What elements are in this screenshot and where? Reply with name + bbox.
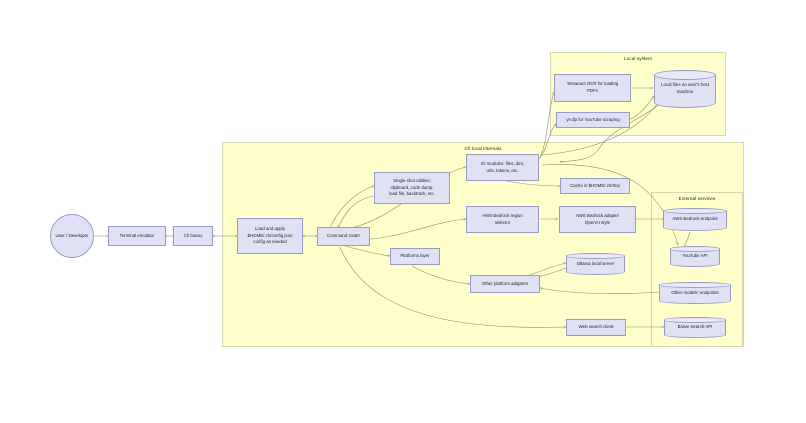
node-label-single-shot-line1: Single shot utilities: bbox=[393, 178, 431, 184]
node-terminal-emulator[interactable]: Terminal emulator bbox=[108, 226, 166, 246]
node-label-local-files-line1: Local files on user's host bbox=[661, 82, 709, 88]
node-local-files[interactable]: Local files on user's host machine bbox=[654, 70, 716, 108]
node-label-io-modules-line1: IO modules: files, dirs, bbox=[480, 160, 525, 166]
node-single-shot-utilities[interactable]: Single shot utilities: clipboard, code d… bbox=[374, 172, 450, 204]
node-yt-dlp[interactable]: yt-dlp for YouTube scraping bbox=[556, 112, 630, 128]
node-io-modules[interactable]: IO modules: files, dirs, urls, tokens, e… bbox=[466, 154, 539, 181]
node-label-brave-search-api: Brave Search API bbox=[677, 324, 713, 330]
node-label-ollama-local-server: Ollama local server bbox=[576, 260, 615, 266]
node-label-user-developer: User / Developer bbox=[55, 232, 89, 238]
node-other-models-endpoints[interactable]: Other models' endpoints bbox=[659, 282, 731, 304]
node-label-bedrock-adapter-line1: AWS Bedrock adapter bbox=[575, 212, 620, 218]
node-cache-tmp[interactable]: Cache in $HOME/.ch/tmp bbox=[560, 178, 630, 194]
node-label-other-models-endpoints: Other models' endpoints bbox=[671, 289, 719, 295]
group-title-external-services: External services bbox=[678, 196, 716, 201]
node-ollama-local-server[interactable]: Ollama local server bbox=[566, 253, 625, 275]
node-label-youtube-api: YouTube API bbox=[682, 253, 708, 259]
node-command-router[interactable]: Command router bbox=[317, 227, 370, 246]
node-label-bedrock-region-line2: selector bbox=[494, 219, 511, 225]
node-label-bedrock-adapter-line2: OpenAI style bbox=[584, 219, 611, 225]
node-label-bedrock-endpoint: AWS Bedrock endpoint bbox=[672, 216, 718, 222]
node-label-terminal-emulator: Terminal emulator bbox=[119, 232, 155, 238]
node-ch-binary[interactable]: Ch binary bbox=[173, 226, 213, 246]
node-label-yt-dlp: yt-dlp for YouTube scraping bbox=[566, 116, 620, 122]
node-label-bedrock-region-line1: AWS Bedrock region bbox=[482, 212, 523, 218]
node-label-web-search-client: Web search client bbox=[578, 324, 614, 330]
group-title-local-system: Local system bbox=[623, 56, 652, 61]
node-bedrock-endpoint[interactable]: AWS Bedrock endpoint bbox=[663, 208, 727, 231]
node-load-config[interactable]: Load and apply $HOME/.ch/config.json con… bbox=[237, 218, 303, 254]
node-brave-search-api[interactable]: Brave Search API bbox=[664, 317, 726, 338]
node-web-search-client[interactable]: Web search client bbox=[566, 319, 626, 336]
node-label-load-config-line2: $HOME/.ch/config.json bbox=[247, 232, 293, 238]
node-label-io-modules-line2: urls, tokens, etc. bbox=[486, 167, 519, 173]
node-label-ch-binary: Ch binary bbox=[183, 232, 203, 238]
node-other-platform-adapters[interactable]: Other platform adapters bbox=[470, 275, 540, 293]
node-tesseract-ocr[interactable]: Tesseract OCR for loading PDFs bbox=[554, 74, 631, 102]
node-label-tesseract-line1: Tesseract OCR for loading bbox=[566, 81, 619, 87]
node-platforms-layer[interactable]: Platforms layer bbox=[390, 248, 440, 265]
node-label-platforms-layer: Platforms layer bbox=[400, 253, 430, 259]
node-label-single-shot-line2: clipboard, code dump, bbox=[390, 184, 434, 190]
node-bedrock-region-selector[interactable]: AWS Bedrock region selector bbox=[466, 206, 539, 233]
node-youtube-api[interactable]: YouTube API bbox=[670, 246, 720, 267]
node-label-cache-tmp: Cache in $HOME/.ch/tmp bbox=[570, 182, 620, 188]
group-title-ch-local-internals: Ch local internals bbox=[464, 146, 502, 151]
node-bedrock-adapter[interactable]: AWS Bedrock adapter OpenAI style bbox=[559, 206, 636, 233]
node-label-single-shot-line3: load file, backtrack, etc. bbox=[389, 191, 435, 197]
node-label-other-platform-adapters: Other platform adapters bbox=[481, 280, 529, 286]
node-label-tesseract-line2: PDFs bbox=[587, 88, 598, 93]
node-label-command-router: Command router bbox=[327, 233, 360, 239]
node-label-load-config-line3: config as needed bbox=[253, 239, 287, 245]
node-user-developer[interactable]: User / Developer bbox=[50, 214, 94, 258]
node-label-local-files-line2: machine bbox=[676, 89, 694, 94]
node-label-load-config-line1: Load and apply bbox=[254, 226, 286, 232]
